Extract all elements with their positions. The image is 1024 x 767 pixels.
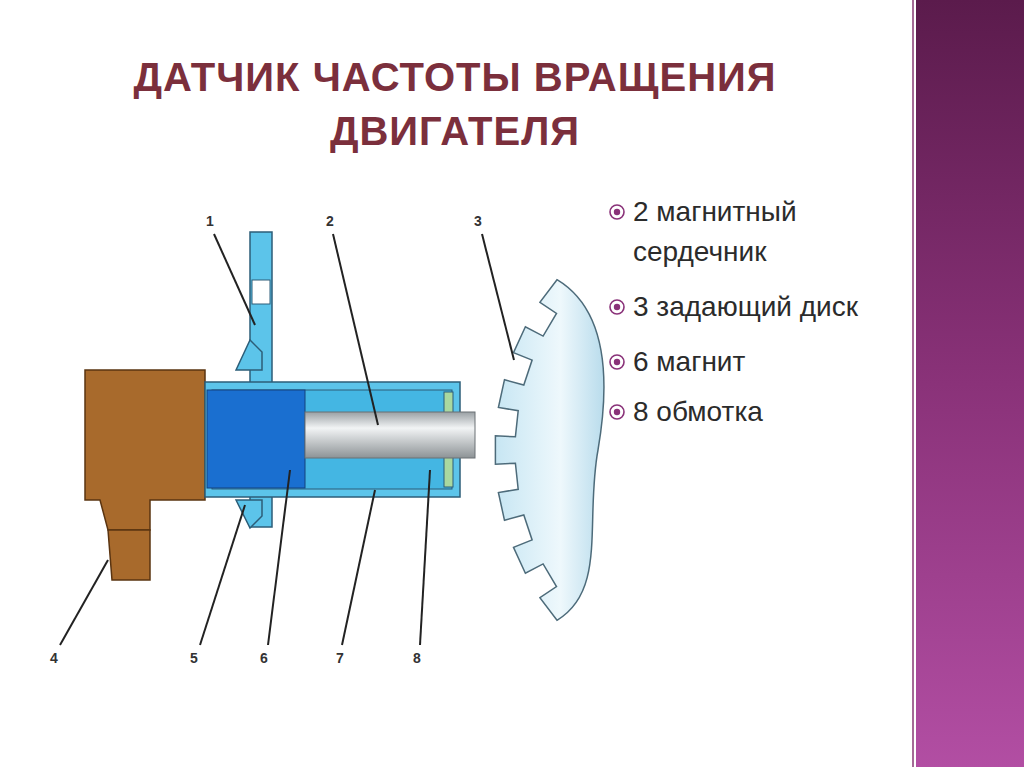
- callout-number: 6: [260, 650, 268, 666]
- leader-lines: [60, 234, 514, 645]
- flange-hole: [252, 280, 270, 304]
- bullet-markers: [610, 205, 624, 419]
- callout-number: 8: [413, 650, 421, 666]
- callout-number: 3: [474, 213, 482, 229]
- callout-number: 7: [336, 650, 344, 666]
- callout-number: 1: [206, 213, 214, 229]
- band-edge: [912, 0, 914, 767]
- callout-number: 2: [326, 213, 334, 229]
- connector-tab: [108, 530, 150, 580]
- bullet-text: 3 задающий диск: [633, 287, 908, 327]
- magnetic-core: [305, 412, 475, 458]
- bullet-text: 2 магнитный сердечник: [633, 192, 908, 272]
- bullet-text: 8 обмотка: [633, 392, 908, 432]
- callout-number: 5: [190, 650, 198, 666]
- reluctor-disc: [495, 280, 603, 621]
- bullet-text: 6 магнит: [633, 342, 908, 382]
- side-band: [916, 0, 1024, 767]
- bullet-dots: [614, 209, 620, 415]
- slide-title: ДАТЧИК ЧАСТОТЫ ВРАЩЕНИЯ ДВИГАТЕЛЯ: [95, 50, 815, 158]
- connector-body: [85, 370, 205, 530]
- callout-number: 4: [50, 650, 58, 666]
